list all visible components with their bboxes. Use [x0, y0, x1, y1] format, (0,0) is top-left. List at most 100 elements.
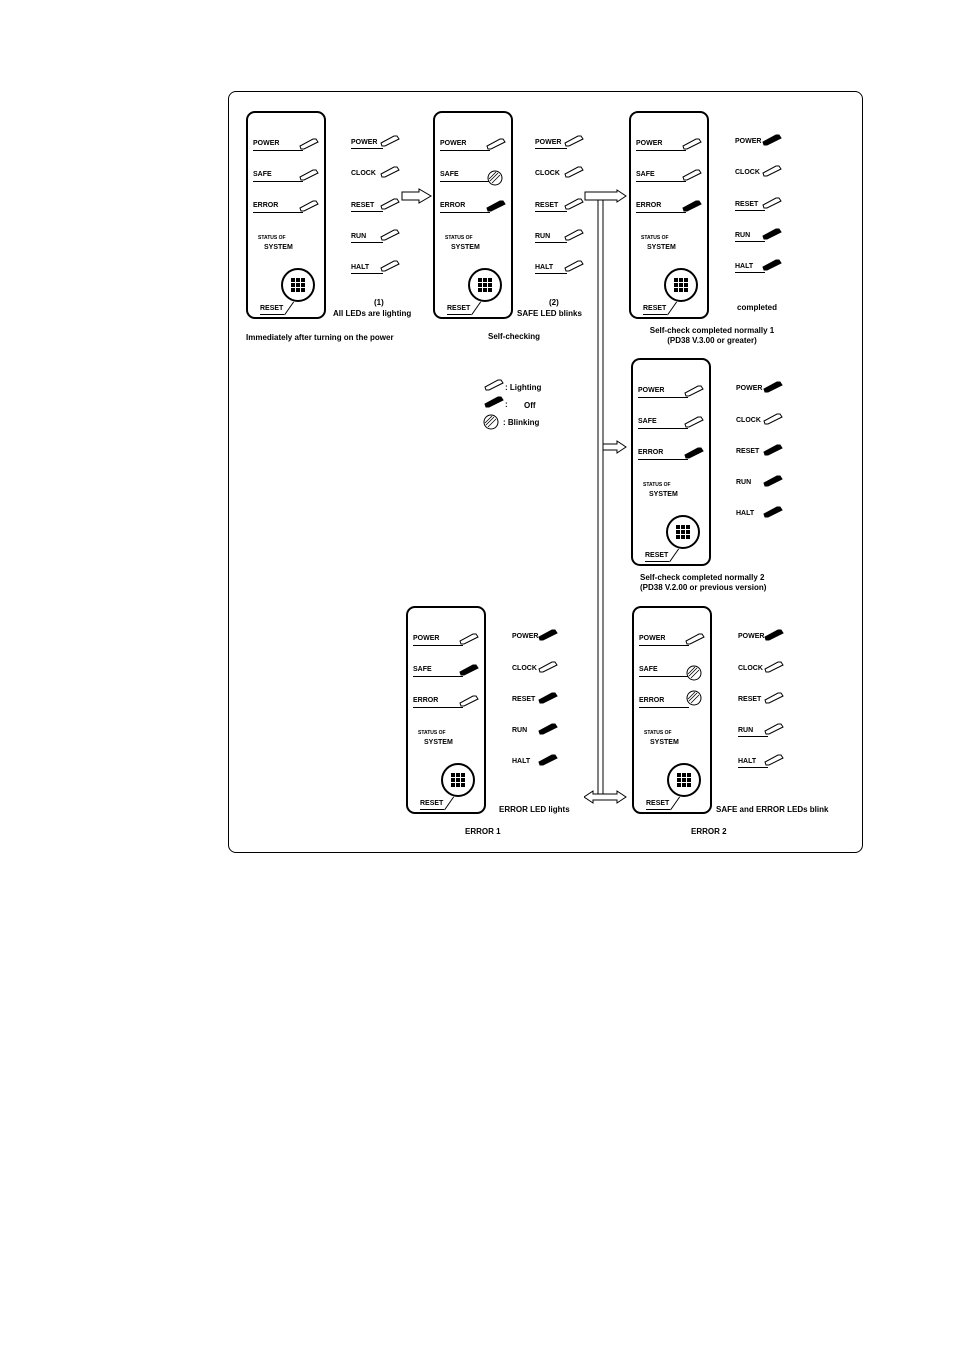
status-label-halt: HALT — [512, 758, 531, 765]
reset-label: RESET — [260, 305, 284, 312]
status-label-clock: CLOCK — [351, 170, 376, 177]
keypad-icon — [676, 525, 690, 539]
led-off-icon — [538, 692, 558, 704]
step-description: ERROR LED lights — [499, 805, 570, 814]
legend-blinking-icon — [483, 414, 499, 430]
led-lighting-icon — [763, 413, 783, 425]
led-off-icon — [763, 475, 783, 487]
led-lighting-icon — [762, 197, 782, 209]
reset-knob — [468, 268, 502, 302]
status-label-power: POWER — [738, 633, 765, 640]
step-description: SAFE LED blinks — [517, 309, 582, 318]
emulator-panel-self-check: POWER SAFE ERROR STATUS OF SYSTEM RESET — [433, 111, 513, 319]
status-of-label: STATUS OF — [445, 235, 473, 241]
panel-label-power: POWER — [636, 140, 663, 147]
reset-knob — [441, 763, 475, 797]
panel-label-error: ERROR — [413, 697, 439, 704]
status-label-clock: CLOCK — [736, 417, 761, 424]
step-description: All LEDs are lighting — [333, 309, 412, 318]
led-off-icon — [538, 723, 558, 735]
emulator-panel-completed-2: POWER SAFE ERROR STATUS OF SYSTEM RESET — [631, 358, 711, 566]
system-label: SYSTEM — [424, 739, 453, 746]
led-off-icon — [538, 629, 558, 641]
status-of-label: STATUS OF — [258, 235, 286, 241]
led-lighting-icon — [684, 385, 704, 397]
status-label-halt: HALT — [736, 510, 755, 517]
status-label-halt: HALT — [535, 264, 554, 271]
panel-label-power: POWER — [638, 387, 665, 394]
led-lighting-icon — [682, 169, 702, 181]
led-lighting-icon — [564, 135, 584, 147]
status-of-label: STATUS OF — [641, 235, 669, 241]
status-label-run: RUN — [351, 233, 367, 240]
led-lighting-icon — [564, 198, 584, 210]
led-lighting-icon — [380, 166, 400, 178]
step-title: Immediately after turning on the power — [246, 333, 394, 342]
led-lighting-icon — [486, 138, 506, 150]
panel-label-safe: SAFE — [638, 418, 657, 425]
panel-label-error: ERROR — [440, 202, 466, 209]
step-subtitle: (PD38 V.3.00 or greater) — [667, 336, 757, 345]
led-off-icon — [538, 754, 558, 766]
legend-blinking-label: : Blinking — [503, 418, 540, 427]
led-lighting-icon — [538, 661, 558, 673]
step-title: Self-check completed normally 1 — [649, 326, 775, 335]
status-label-reset: RESET — [535, 202, 559, 209]
led-off-icon — [764, 629, 784, 641]
status-label-run: RUN — [738, 727, 754, 734]
reset-label: RESET — [447, 305, 471, 312]
status-label-clock: CLOCK — [535, 170, 560, 177]
panel-label-error: ERROR — [636, 202, 662, 209]
reset-knob — [281, 268, 315, 302]
status-label-power: POWER — [351, 139, 378, 146]
legend-lighting-icon — [484, 379, 504, 391]
system-label: SYSTEM — [264, 244, 293, 251]
system-label: SYSTEM — [649, 491, 678, 498]
led-blinking-icon — [686, 690, 702, 706]
emulator-panel-error-2: POWER SAFE ERROR STATUS OF SYSTEM RESET — [632, 606, 712, 814]
step-subtitle: (PD38 V.2.00 or previous version) — [640, 583, 767, 592]
reset-label: RESET — [645, 552, 669, 559]
led-lighting-icon — [459, 695, 479, 707]
status-label-power: POWER — [736, 385, 763, 392]
keypad-icon — [674, 278, 688, 292]
led-off-icon — [763, 506, 783, 518]
step-title: ERROR 2 — [691, 827, 727, 836]
status-label-reset: RESET — [735, 201, 759, 208]
led-lighting-icon — [380, 229, 400, 241]
legend-off-icon — [484, 396, 504, 408]
panel-label-power: POWER — [413, 635, 440, 642]
panel-label-power: POWER — [440, 140, 467, 147]
status-of-label: STATUS OF — [644, 730, 672, 736]
status-label-clock: CLOCK — [512, 665, 537, 672]
led-lighting-icon — [299, 138, 319, 150]
led-lighting-icon — [764, 692, 784, 704]
led-state-diagram: POWER SAFE ERROR STATUS OF SYSTEM RESET … — [228, 91, 863, 853]
keypad-icon — [677, 773, 691, 787]
status-label-run: RUN — [735, 232, 751, 239]
panel-label-safe: SAFE — [253, 171, 272, 178]
emulator-panel-completed-1: POWER SAFE ERROR STATUS OF SYSTEM RESET — [629, 111, 709, 319]
status-label-halt: HALT — [351, 264, 370, 271]
panel-label-power: POWER — [253, 140, 280, 147]
step-number: (2) — [549, 298, 559, 307]
keypad-icon — [291, 278, 305, 292]
led-lighting-icon — [684, 416, 704, 428]
led-off-icon — [763, 381, 783, 393]
step-description: completed — [737, 303, 778, 312]
reset-label: RESET — [643, 305, 667, 312]
step-description: SAFE and ERROR LEDs blink — [716, 805, 829, 814]
branch-connector — [584, 189, 627, 804]
panel-label-safe: SAFE — [636, 171, 655, 178]
step-title: ERROR 1 — [465, 827, 501, 836]
reset-knob — [667, 763, 701, 797]
led-off-icon — [459, 664, 479, 676]
led-lighting-icon — [764, 723, 784, 735]
keypad-icon — [478, 278, 492, 292]
panel-label-safe: SAFE — [413, 666, 432, 673]
led-lighting-icon — [459, 633, 479, 645]
led-lighting-icon — [685, 633, 705, 645]
status-of-label: STATUS OF — [418, 730, 446, 736]
status-label-reset: RESET — [512, 696, 536, 703]
emulator-panel-error-1: POWER SAFE ERROR STATUS OF SYSTEM RESET — [406, 606, 486, 814]
